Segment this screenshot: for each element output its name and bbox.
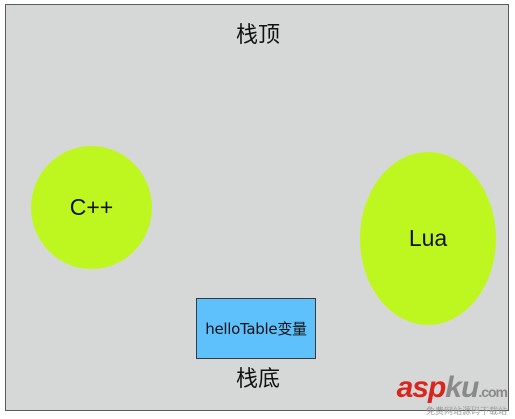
- hello-table-variable-box: helloTable变量: [196, 298, 316, 359]
- watermark-brand-part1: asp: [396, 371, 447, 404]
- cpp-node: C++: [31, 146, 152, 269]
- cpp-node-label: C++: [69, 194, 114, 220]
- watermark-tld: .com: [478, 384, 508, 400]
- hello-table-variable-label: helloTable变量: [205, 320, 307, 338]
- stack-bottom-label: 栈底: [235, 367, 280, 392]
- stack-diagram-frame: 栈顶 C++ Lua helloTable变量 栈底: [5, 4, 509, 411]
- watermark-logo: aspku.com: [396, 371, 508, 407]
- stack-top-label: 栈顶: [235, 23, 280, 48]
- lua-node-label: Lua: [408, 225, 448, 251]
- aspku-watermark: aspku.com 免费网站源码下载站: [396, 371, 508, 418]
- watermark-brand-part2: ku: [445, 371, 479, 404]
- watermark-tagline: 免费网站源码下载站: [425, 407, 507, 417]
- lua-node: Lua: [360, 152, 496, 325]
